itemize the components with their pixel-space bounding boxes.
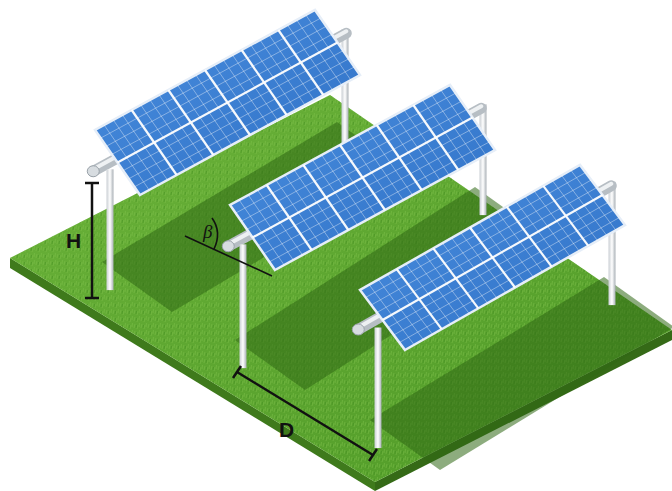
cell-line xyxy=(399,218,619,343)
cell-line xyxy=(264,134,484,254)
panel-row xyxy=(87,10,360,290)
cell-line xyxy=(377,188,597,313)
cell-line xyxy=(236,93,456,213)
cell-line xyxy=(106,26,326,146)
support-post xyxy=(107,169,114,290)
cell-line xyxy=(258,126,478,246)
cell-line xyxy=(253,118,473,238)
tube-end xyxy=(87,166,99,177)
cell-line xyxy=(112,34,332,154)
cell-line xyxy=(247,109,467,229)
panel-row xyxy=(352,165,625,448)
cell-line xyxy=(241,101,461,221)
cell-line xyxy=(394,210,614,335)
support-post xyxy=(480,104,487,215)
support-post xyxy=(609,182,616,305)
height-dimension xyxy=(85,183,99,298)
support-post xyxy=(342,29,349,150)
solar-panel xyxy=(360,165,625,350)
cell-line xyxy=(383,195,603,320)
panel-row xyxy=(222,85,495,368)
dimension-label: D xyxy=(279,419,294,440)
spacing-dimension xyxy=(233,366,377,461)
tilt-angle xyxy=(185,218,272,276)
cell-line xyxy=(388,203,608,328)
tube-end xyxy=(222,241,234,252)
cell-line xyxy=(366,173,586,298)
dimension-label: H xyxy=(66,230,81,251)
tube-end xyxy=(352,324,364,335)
cell-line xyxy=(101,18,321,138)
cell-line xyxy=(371,180,591,305)
cell-line xyxy=(123,51,343,171)
support-post xyxy=(375,328,382,449)
cell-line xyxy=(118,43,338,163)
angle-label: β xyxy=(203,222,212,241)
